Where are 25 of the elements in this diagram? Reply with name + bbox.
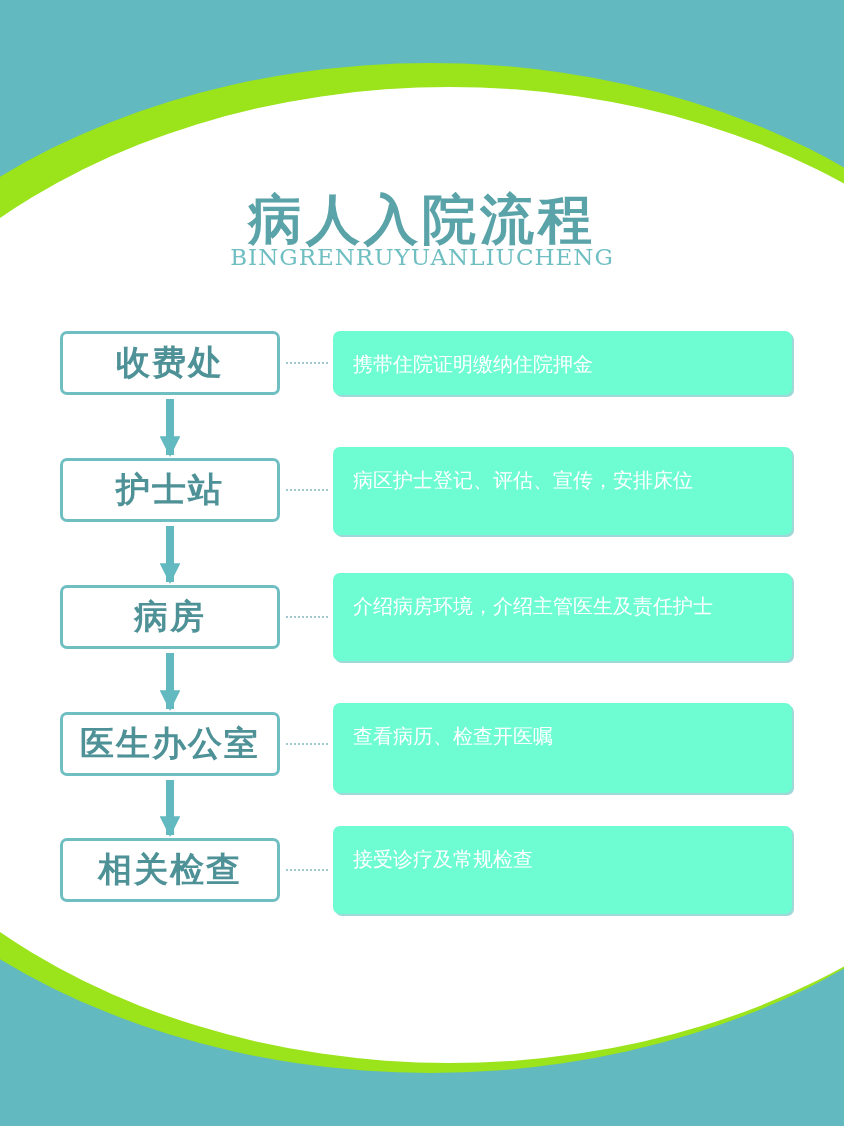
description-text: 携带住院证明缴纳住院押金: [353, 352, 593, 376]
description-text: 接受诊疗及常规检查: [353, 847, 533, 871]
step-box: [60, 838, 280, 902]
description-box: [333, 447, 792, 535]
description-box: [333, 331, 792, 395]
description-box: [333, 703, 792, 793]
step-label: 病房: [134, 595, 206, 638]
step-label: 护士站: [116, 468, 224, 511]
dotted-connector: [285, 362, 330, 364]
description-text: 查看病历、检查开医嘱: [353, 724, 553, 748]
step-label: 医生办公室: [80, 722, 260, 765]
step-label: 相关检查: [98, 848, 242, 891]
dotted-connector: [285, 743, 330, 745]
description-box: [333, 826, 792, 914]
step-label: 收费处: [116, 341, 224, 384]
step-box: [60, 458, 280, 522]
step-box: [60, 712, 280, 776]
description-text: 病区护士登记、评估、宣传，安排床位: [353, 468, 693, 492]
step-box: [60, 585, 280, 649]
description-text: 介绍病房环境，介绍主管医生及责任护士: [353, 594, 713, 618]
step-box: [60, 331, 280, 395]
dotted-connector: [285, 869, 330, 871]
description-box: [333, 573, 792, 661]
dotted-connector: [285, 616, 330, 618]
dotted-connector: [285, 489, 330, 491]
